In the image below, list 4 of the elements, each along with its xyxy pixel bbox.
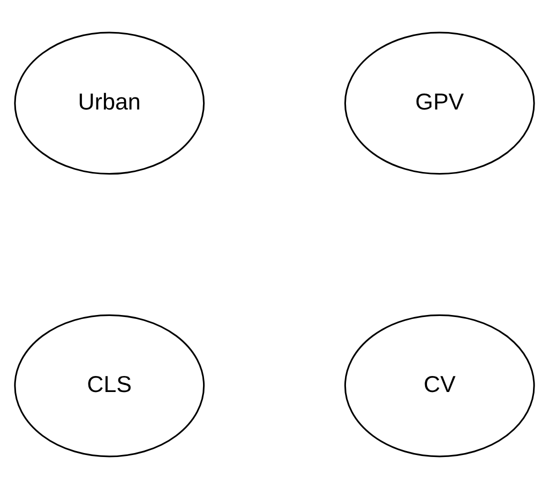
node-ellipse: Urban — [14, 31, 205, 174]
node-ellipse: GPV — [344, 31, 535, 174]
node-ellipse: CLS — [14, 314, 205, 457]
node-ellipse: CV — [344, 314, 535, 457]
